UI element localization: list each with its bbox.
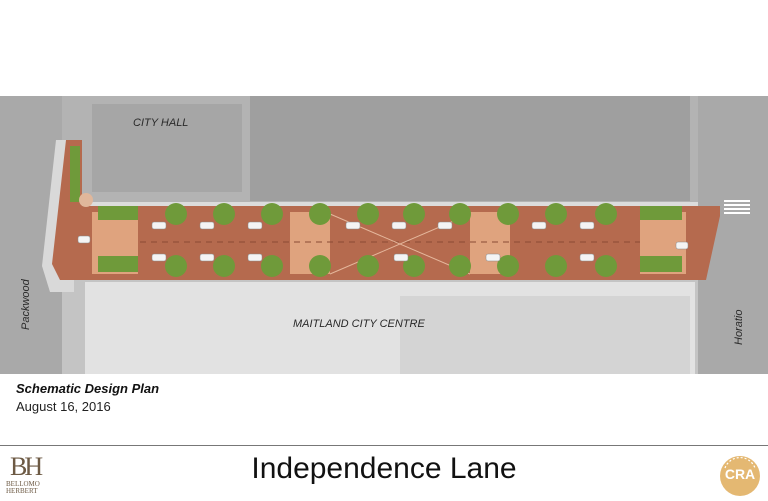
bellomo-herbert-logo: BH BELLOMO HERBERT	[6, 452, 52, 496]
north-tree-row	[165, 203, 617, 225]
horatio-crosswalk	[724, 200, 750, 214]
firm-logo-line2: HERBERT	[6, 487, 38, 495]
cra-logo: CRA	[717, 452, 763, 496]
aerial-trees-north	[250, 96, 690, 201]
project-title: Independence Lane	[251, 452, 517, 485]
firm-logo-mark: BH	[10, 452, 43, 481]
aerial-city-hall-building	[92, 104, 242, 192]
footer-divider	[0, 445, 768, 446]
firm-logo-line1: BELLOMO	[6, 480, 40, 488]
accent-circle	[79, 193, 93, 207]
horatio-street-label: Horatio	[733, 309, 745, 345]
city-hall-label: CITY HALL	[133, 117, 189, 129]
cra-badge-icon	[720, 456, 760, 496]
packwood-street-label: Packwood	[20, 279, 32, 330]
planter-ne	[640, 206, 682, 220]
plan-title: Schematic Design Plan	[16, 381, 160, 396]
planter-nw	[98, 206, 138, 220]
south-tree-row	[165, 255, 617, 277]
parked-cars	[77, 221, 689, 262]
site-plan	[0, 96, 768, 374]
lane-paving	[52, 140, 720, 280]
planter-west-strip	[70, 146, 80, 202]
planter-se	[640, 256, 682, 272]
cra-logo-text: CRA	[724, 466, 756, 482]
aerial-south-parking	[400, 296, 690, 374]
city-centre-label: MAITLAND CITY CENTRE	[293, 318, 425, 330]
plan-date: August 16, 2016	[16, 399, 111, 414]
planter-sw	[98, 256, 138, 272]
